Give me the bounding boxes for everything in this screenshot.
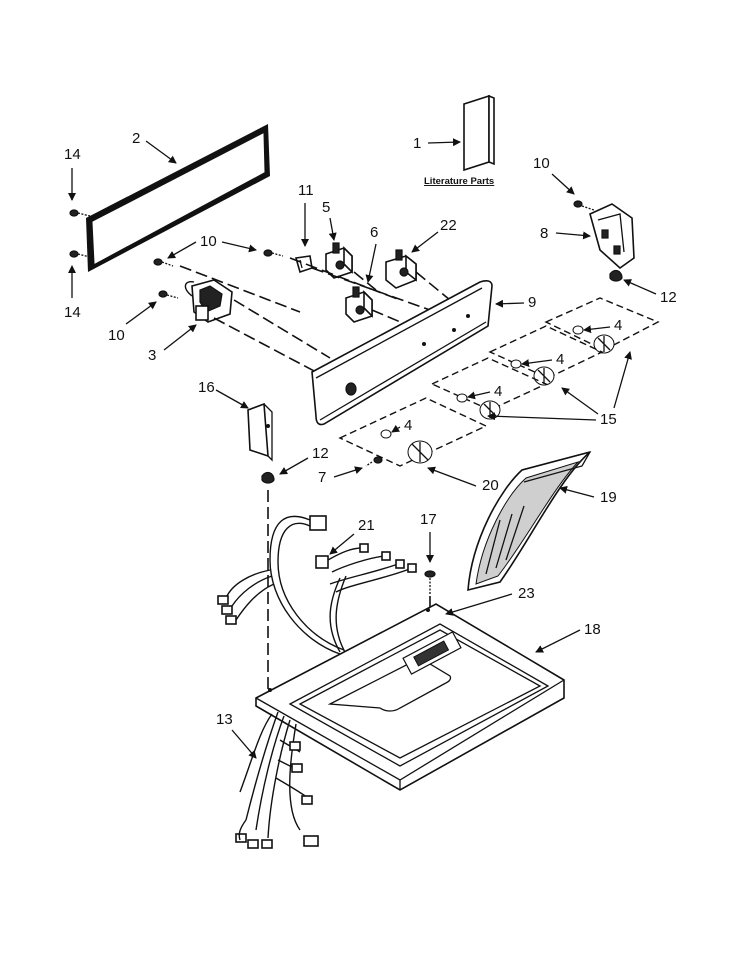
callout-6: 6 bbox=[370, 224, 378, 241]
knob-group-1 bbox=[544, 297, 660, 354]
switch-5 bbox=[325, 242, 353, 279]
wire-harness-21 bbox=[315, 543, 417, 655]
callout-12-a: 12 bbox=[660, 289, 677, 306]
screw-10-b bbox=[263, 249, 284, 257]
screw-14-bottom bbox=[69, 250, 91, 258]
wire-harness-13 bbox=[235, 711, 319, 849]
clip-11 bbox=[294, 255, 313, 274]
callout-10-c: 10 bbox=[533, 155, 550, 172]
literature-parts-booklet: Literature Parts bbox=[424, 94, 495, 187]
knob-group-2 bbox=[488, 325, 604, 386]
callout-12-b: 12 bbox=[312, 445, 329, 462]
callout-15: 15 bbox=[600, 411, 617, 428]
callout-21: 21 bbox=[358, 517, 375, 534]
callout-4-d: 4 bbox=[404, 417, 412, 434]
callout-14-bottom: 14 bbox=[64, 304, 81, 321]
switch-6 bbox=[345, 286, 373, 323]
rear-panel bbox=[86, 124, 270, 272]
knob-group-3 bbox=[430, 357, 548, 420]
callout-23: 23 bbox=[518, 585, 535, 602]
clip-12-left bbox=[261, 471, 275, 484]
screw-10-right bbox=[573, 200, 595, 211]
clip-12-right bbox=[609, 269, 623, 282]
callout-5: 5 bbox=[322, 199, 330, 216]
callout-10-a: 10 bbox=[200, 233, 217, 250]
callout-19: 19 bbox=[600, 489, 617, 506]
callout-8: 8 bbox=[540, 225, 548, 242]
callout-2: 2 bbox=[132, 130, 140, 147]
knob-group-4 bbox=[338, 397, 488, 467]
callout-4-b: 4 bbox=[556, 351, 564, 368]
callout-1: 1 bbox=[413, 135, 421, 152]
top-panel-18 bbox=[255, 603, 565, 791]
screw-7 bbox=[365, 456, 383, 467]
screw-14-top bbox=[69, 209, 91, 217]
callout-17: 17 bbox=[420, 511, 437, 528]
callout-4-c: 4 bbox=[494, 383, 502, 400]
timer-switch bbox=[184, 279, 233, 323]
callout-16: 16 bbox=[198, 379, 215, 396]
callout-18: 18 bbox=[584, 621, 601, 638]
callout-4-a: 4 bbox=[614, 317, 622, 334]
screw-17 bbox=[424, 570, 436, 594]
callout-20: 20 bbox=[482, 477, 499, 494]
callout-14-top: 14 bbox=[64, 146, 81, 163]
screw-10-c bbox=[158, 290, 179, 299]
wire-bundle-left bbox=[217, 515, 345, 655]
lint-screen-19 bbox=[467, 450, 592, 592]
end-cap-bracket-8 bbox=[589, 203, 635, 270]
switch-22 bbox=[385, 249, 417, 289]
screw-10-a bbox=[153, 258, 174, 267]
literature-parts-label: Literature Parts bbox=[424, 176, 494, 187]
callout-10-b: 10 bbox=[108, 327, 125, 344]
callout-7: 7 bbox=[318, 469, 326, 486]
callout-3: 3 bbox=[148, 347, 156, 364]
callout-22: 22 bbox=[440, 217, 457, 234]
control-console bbox=[311, 280, 493, 426]
callout-9: 9 bbox=[528, 294, 536, 311]
callout-13: 13 bbox=[216, 711, 233, 728]
callout-11: 11 bbox=[298, 182, 314, 199]
end-cap-16 bbox=[247, 402, 273, 462]
